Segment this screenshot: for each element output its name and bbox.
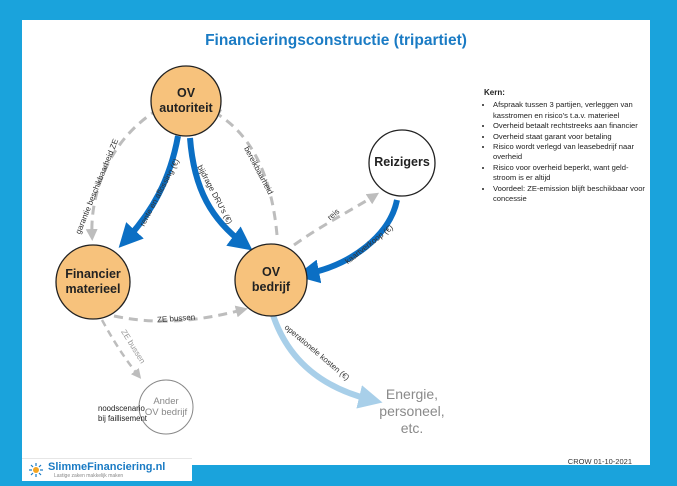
- kern-heading: Kern:: [484, 88, 505, 97]
- kern-item: Risico voor overheid beperkt, want geld­…: [493, 163, 649, 184]
- kern-item: Risico wordt verlegd van leasebedrijf na…: [493, 142, 649, 163]
- kern-item: Overheid betaalt rechtstreeks aan finan­…: [493, 121, 649, 131]
- node-ander: [138, 379, 194, 435]
- arrow-ze-bussen: [113, 305, 248, 323]
- footer-date: CROW 01-10-2021: [567, 457, 632, 466]
- noodscenario-text: noodscenario bij faillisement: [98, 404, 147, 423]
- arrow-garantie: [85, 100, 173, 241]
- kern-item: Afspraak tussen 3 partijen, verleggen va…: [493, 100, 649, 121]
- logo-tagline: Lastige zaken makkelijk maken: [54, 473, 124, 479]
- kern-item: Overheid staat garant voor betaling: [493, 132, 649, 142]
- kern-item: Voordeel: ZE-emission blijft beschikbaar…: [493, 184, 649, 205]
- label-reizigers: Reizigers: [374, 155, 430, 169]
- label-ander-ov-bedrijf: Ander OV bedrijf: [144, 396, 188, 418]
- arrow-reis: [293, 192, 380, 247]
- kern-box: Kern: Afspraak tussen 3 partijen, verleg…: [484, 88, 649, 204]
- logo-name: SlimmeFinanciering.nl: [48, 461, 166, 473]
- node-reizigers: [368, 129, 436, 197]
- arrow-bereikbaarheid: [208, 109, 279, 236]
- label-ov-bedrijf: OV bedrijf: [251, 265, 291, 294]
- node-ov-autoriteit: [150, 65, 222, 137]
- sun-icon: [29, 463, 43, 477]
- arrow-rente: [118, 135, 181, 248]
- arrow-bijdrage: [187, 137, 253, 251]
- label-energie: Energie, personeel, etc.: [379, 386, 445, 436]
- node-financier: [55, 244, 131, 320]
- slide: Financieringsconstructie (tripartiet): [22, 20, 650, 466]
- node-ov-bedrijf: [234, 243, 308, 317]
- label-ov-autoriteit: OV autoriteit: [159, 86, 213, 115]
- page-title: Financieringsconstructie (tripartiet): [205, 32, 467, 49]
- diagram-canvas: [55, 65, 436, 435]
- arrow-ze-bussen-2: [100, 319, 142, 379]
- kern-list: Afspraak tussen 3 partijen, verleggen va…: [484, 100, 649, 204]
- arrow-operationele: [269, 311, 383, 409]
- arrow-kaartverkoop: [295, 199, 400, 284]
- label-financier: Financier materieel: [65, 267, 121, 296]
- logo[interactable]: SlimmeFinanciering.nl Lastige zaken makk…: [22, 458, 192, 481]
